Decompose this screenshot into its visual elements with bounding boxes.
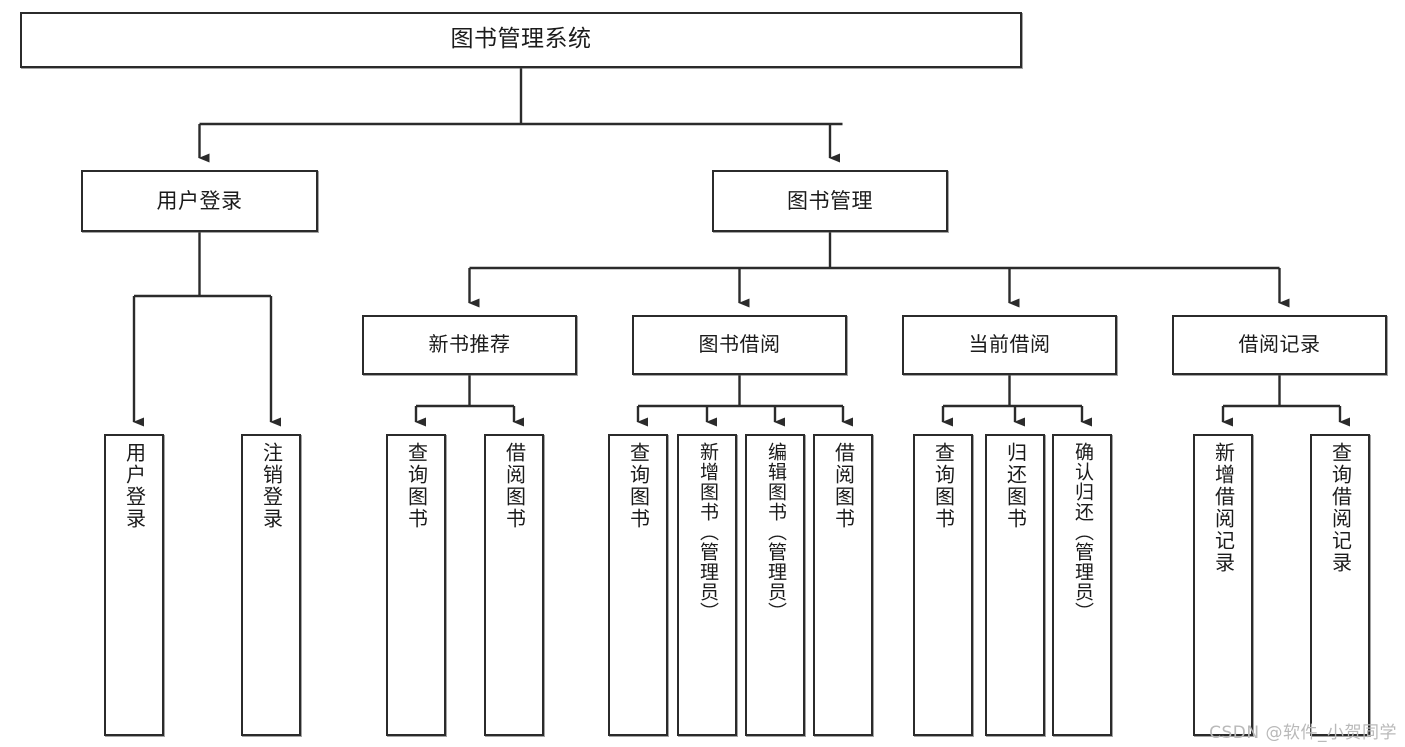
node-leaf-edit-book-label: 编辑图书（管理员） [764,442,787,622]
node-root[interactable]: 图书管理系统 [20,12,1022,68]
node-book-manage-label: 图书管理 [787,188,873,213]
node-leaf-query-book-3-label: 查询图书 [931,442,956,530]
node-new-book-rec[interactable]: 新书推荐 [362,315,577,375]
node-borrow-record[interactable]: 借阅记录 [1172,315,1387,375]
node-leaf-query-book-2-label: 查询图书 [626,442,651,530]
node-leaf-query-record[interactable]: 查询借阅记录 [1310,434,1370,736]
node-leaf-borrow-book-2-label: 借阅图书 [831,442,856,530]
node-leaf-user-login[interactable]: 用户登录 [104,434,164,736]
node-leaf-add-book-label: 新增图书（管理员） [696,442,719,622]
node-leaf-return-book-label: 归还图书 [1003,442,1028,530]
node-leaf-borrow-book-2[interactable]: 借阅图书 [813,434,873,736]
node-leaf-add-book[interactable]: 新增图书（管理员） [677,434,737,736]
node-leaf-confirm-return-label: 确认归还（管理员） [1071,442,1094,622]
node-leaf-query-book-1[interactable]: 查询图书 [386,434,446,736]
node-new-book-rec-label: 新书推荐 [428,332,511,357]
node-leaf-query-book-2[interactable]: 查询图书 [608,434,668,736]
node-leaf-confirm-return[interactable]: 确认归还（管理员） [1052,434,1112,736]
node-current-borrow-label: 当前借阅 [968,332,1051,357]
node-leaf-borrow-book-1[interactable]: 借阅图书 [484,434,544,736]
node-book-borrow[interactable]: 图书借阅 [632,315,847,375]
node-leaf-edit-book[interactable]: 编辑图书（管理员） [745,434,805,736]
node-leaf-return-book[interactable]: 归还图书 [985,434,1045,736]
node-leaf-query-record-label: 查询借阅记录 [1328,442,1353,574]
node-root-label: 图书管理系统 [450,26,592,53]
node-leaf-add-record-label: 新增借阅记录 [1211,442,1236,574]
watermark: CSDN @软件_小贺同学 [1209,723,1397,743]
node-borrow-record-label: 借阅记录 [1238,332,1321,357]
node-user-login-label: 用户登录 [156,188,243,213]
node-current-borrow[interactable]: 当前借阅 [902,315,1117,375]
node-leaf-user-logout[interactable]: 注销登录 [241,434,301,736]
node-user-login[interactable]: 用户登录 [81,170,318,232]
node-leaf-user-login-label: 用户登录 [122,442,147,530]
node-book-manage[interactable]: 图书管理 [712,170,948,232]
node-leaf-add-record[interactable]: 新增借阅记录 [1193,434,1253,736]
node-leaf-query-book-1-label: 查询图书 [404,442,429,530]
node-leaf-borrow-book-1-label: 借阅图书 [502,442,527,530]
node-book-borrow-label: 图书借阅 [698,332,781,357]
node-leaf-user-logout-label: 注销登录 [259,442,284,530]
node-leaf-query-book-3[interactable]: 查询图书 [913,434,973,736]
